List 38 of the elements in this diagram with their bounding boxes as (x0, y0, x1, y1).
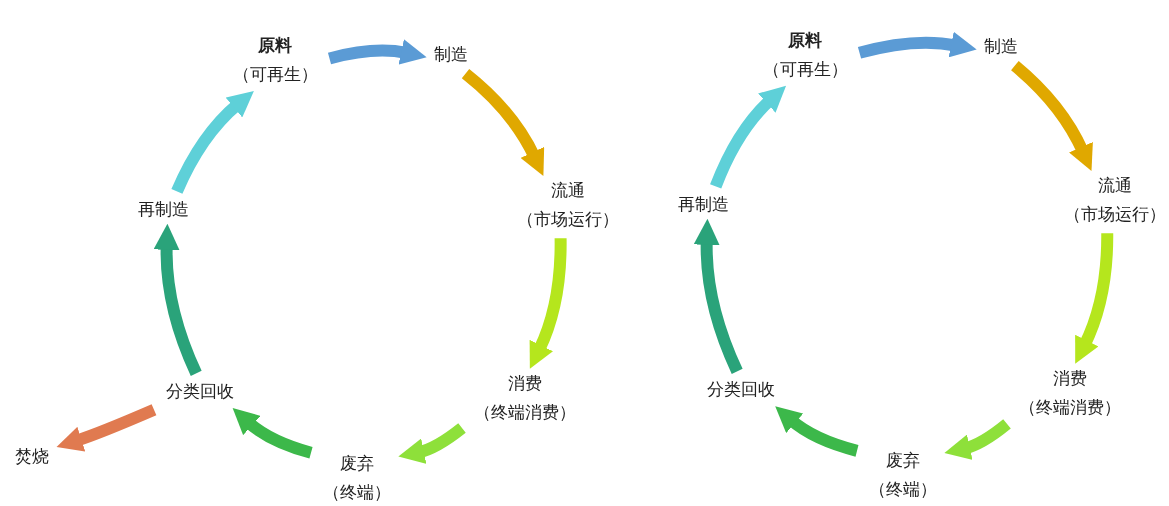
node-label: 流通 (551, 179, 585, 201)
node-label: 再制造 (677, 194, 729, 216)
node-label: 焚烧 (15, 446, 49, 468)
node-label: 制造 (434, 44, 468, 66)
curved-arrow (328, 39, 427, 65)
curved-arrow (693, 218, 743, 374)
node-label: （终端） (869, 479, 937, 501)
curved-arrow (398, 423, 466, 464)
curved-arrow (710, 85, 786, 189)
node-label: 废弃 (340, 452, 374, 474)
node-label: （终端） (323, 482, 391, 504)
curved-arrow (529, 238, 567, 370)
node-label: （可再生） (232, 64, 318, 86)
node-label: 原料 (788, 29, 822, 51)
node-label: 原料 (258, 34, 292, 56)
curved-arrow (857, 31, 977, 59)
curved-arrow (1074, 233, 1114, 365)
node-label: 流通 (1098, 174, 1132, 196)
curved-arrow (1011, 61, 1093, 171)
node-label: 分类回收 (707, 379, 775, 401)
node-label: 消费 (1053, 367, 1087, 389)
node-label: 分类回收 (166, 381, 234, 403)
curved-arrow (171, 90, 254, 194)
node-label: 消费 (508, 372, 542, 394)
curved-arrow (944, 419, 1011, 460)
node-label: 制造 (984, 36, 1018, 58)
curved-arrow (232, 408, 313, 459)
node-label: （终端消费） (474, 402, 576, 424)
node-label: 废弃 (886, 449, 920, 471)
node-label: （可再生） (762, 59, 848, 81)
node-label: 再制造 (137, 199, 189, 221)
node-label: （终端消费） (1019, 397, 1121, 419)
node-label: （市场运行） (1064, 204, 1166, 226)
curved-arrow (461, 68, 544, 176)
curved-arrow (56, 404, 157, 452)
curved-arrow (774, 406, 859, 457)
curved-arrow (153, 223, 202, 376)
node-label: （市场运行） (517, 209, 619, 231)
